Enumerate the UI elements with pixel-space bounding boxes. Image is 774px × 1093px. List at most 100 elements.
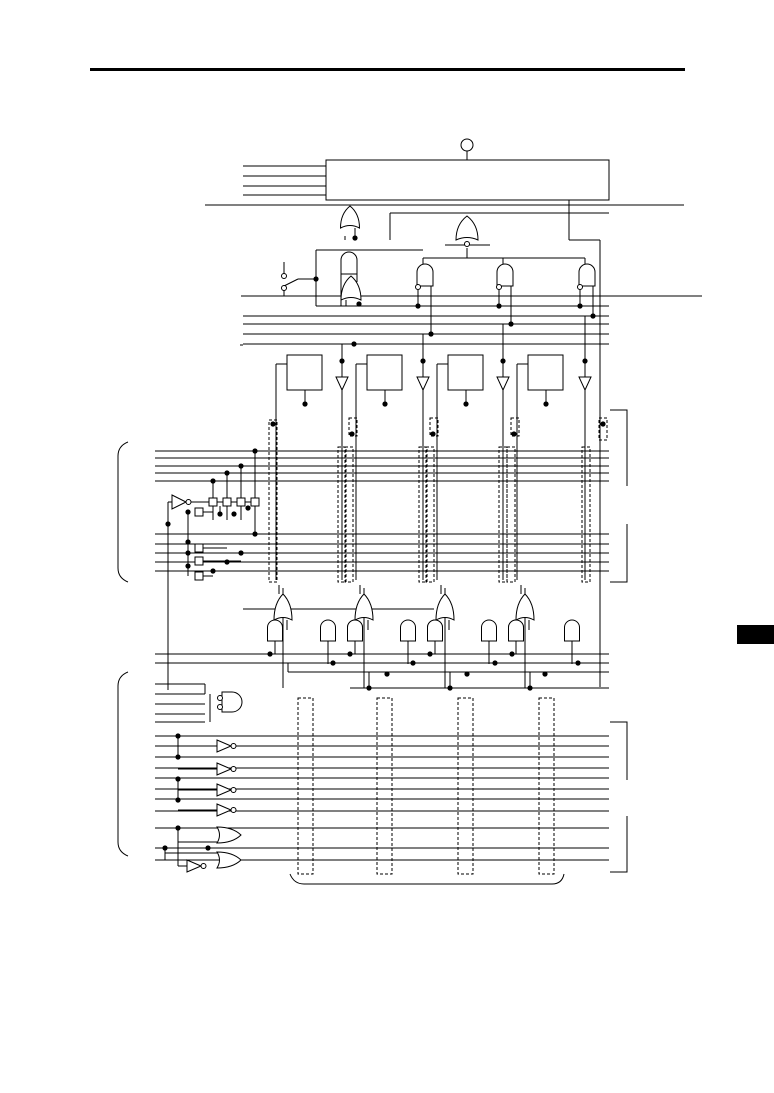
junction-dot xyxy=(430,431,436,437)
dashed-bus-box xyxy=(426,447,434,582)
junction-dot xyxy=(270,421,276,427)
junction-dot xyxy=(175,733,181,739)
junction-dot xyxy=(210,478,216,484)
junction-dot xyxy=(428,331,434,337)
and-gate xyxy=(341,252,357,274)
latch-cell xyxy=(223,498,231,506)
inverter-gate xyxy=(217,740,231,752)
buffer-gate xyxy=(497,377,509,390)
latch-cell xyxy=(237,498,245,506)
switch-contact xyxy=(282,286,287,291)
or-gate xyxy=(217,827,241,843)
junction-dot xyxy=(217,511,223,517)
register-1 xyxy=(287,355,322,390)
inverter-bubble xyxy=(231,744,236,749)
junction-dot xyxy=(366,685,372,691)
junction-dot xyxy=(382,401,388,407)
or-gate xyxy=(516,594,534,620)
junction-dot xyxy=(384,671,390,677)
junction-dot xyxy=(267,651,273,657)
latch-cell xyxy=(195,557,203,565)
inverter-gate xyxy=(217,763,231,775)
dashed-bus-box xyxy=(499,447,507,582)
junction-dot xyxy=(356,301,362,307)
dashed-bus-box xyxy=(338,447,346,582)
junction-dot xyxy=(165,521,171,527)
and-gate xyxy=(222,692,242,712)
junction-dot xyxy=(500,358,506,364)
dashed-bus-box xyxy=(582,447,590,582)
junction-dot xyxy=(415,303,421,309)
junction-dot xyxy=(175,776,181,782)
and-gate xyxy=(348,620,363,641)
junction-dot xyxy=(185,509,191,515)
register-3 xyxy=(448,355,483,390)
right-bracket xyxy=(610,722,627,780)
inverter-bubble xyxy=(578,285,583,290)
right-bracket xyxy=(610,410,627,486)
junction-dot xyxy=(185,563,191,569)
junction-dot xyxy=(330,660,336,666)
junction-dot xyxy=(175,825,181,831)
junction-dot xyxy=(238,463,244,469)
right-bracket xyxy=(610,816,627,872)
junction-dot xyxy=(252,448,258,454)
junction-dot xyxy=(590,313,596,319)
junction-layer xyxy=(162,235,606,851)
or-gate xyxy=(341,206,360,228)
junction-dot xyxy=(496,303,502,309)
junction-dot xyxy=(575,660,581,666)
junction-dot xyxy=(543,401,549,407)
junction-dot xyxy=(427,651,433,657)
buffer-gate xyxy=(417,377,429,390)
terminal-node xyxy=(461,139,473,151)
or-gate xyxy=(355,594,373,620)
latch-cell xyxy=(195,508,203,516)
and-gate xyxy=(509,620,524,641)
and-gate xyxy=(321,620,336,641)
and-gate xyxy=(401,620,416,641)
inverter-bubble xyxy=(231,767,236,772)
junction-dot xyxy=(210,568,216,574)
group-brace xyxy=(118,442,128,582)
dashed-bus-box xyxy=(507,447,515,582)
right-bracket xyxy=(610,524,627,582)
and-gate xyxy=(482,620,497,641)
or-gate xyxy=(456,216,478,240)
junction-dot xyxy=(252,531,258,537)
dashed-bus-box xyxy=(377,698,392,874)
inverter-bubble xyxy=(465,242,470,247)
or-gate xyxy=(274,594,292,620)
junction-dot xyxy=(351,341,357,347)
junction-dot xyxy=(447,685,453,691)
junction-dot xyxy=(185,539,191,545)
inverter-bubble xyxy=(231,788,236,793)
dashed-bus-box xyxy=(458,698,473,874)
junction-dot xyxy=(162,845,168,851)
latch-cell xyxy=(195,544,203,552)
and-gate xyxy=(579,264,595,286)
inverter-gate xyxy=(217,804,231,816)
junction-dot xyxy=(238,550,244,556)
inverter-bubble xyxy=(497,285,502,290)
junction-dot xyxy=(542,671,548,677)
inverter-bubble xyxy=(231,808,236,813)
junction-dot xyxy=(349,431,355,437)
buffer-gate xyxy=(579,377,591,390)
junction-dot xyxy=(582,358,588,364)
junction-dot xyxy=(352,235,358,241)
junction-dot xyxy=(463,401,469,407)
junction-dot xyxy=(313,276,319,282)
junction-dot xyxy=(410,660,416,666)
register-2 xyxy=(367,355,402,390)
or-gate xyxy=(217,852,241,868)
dashed-bus-layer xyxy=(269,418,607,874)
junction-dot xyxy=(302,401,308,407)
junction-dot xyxy=(464,671,470,677)
junction-dot xyxy=(185,550,191,556)
dashed-bus-box xyxy=(345,447,353,582)
inverter-bubble xyxy=(218,705,223,710)
inverter-bubble xyxy=(416,285,421,290)
buffer-gate xyxy=(336,377,348,390)
junction-dot xyxy=(224,470,230,476)
